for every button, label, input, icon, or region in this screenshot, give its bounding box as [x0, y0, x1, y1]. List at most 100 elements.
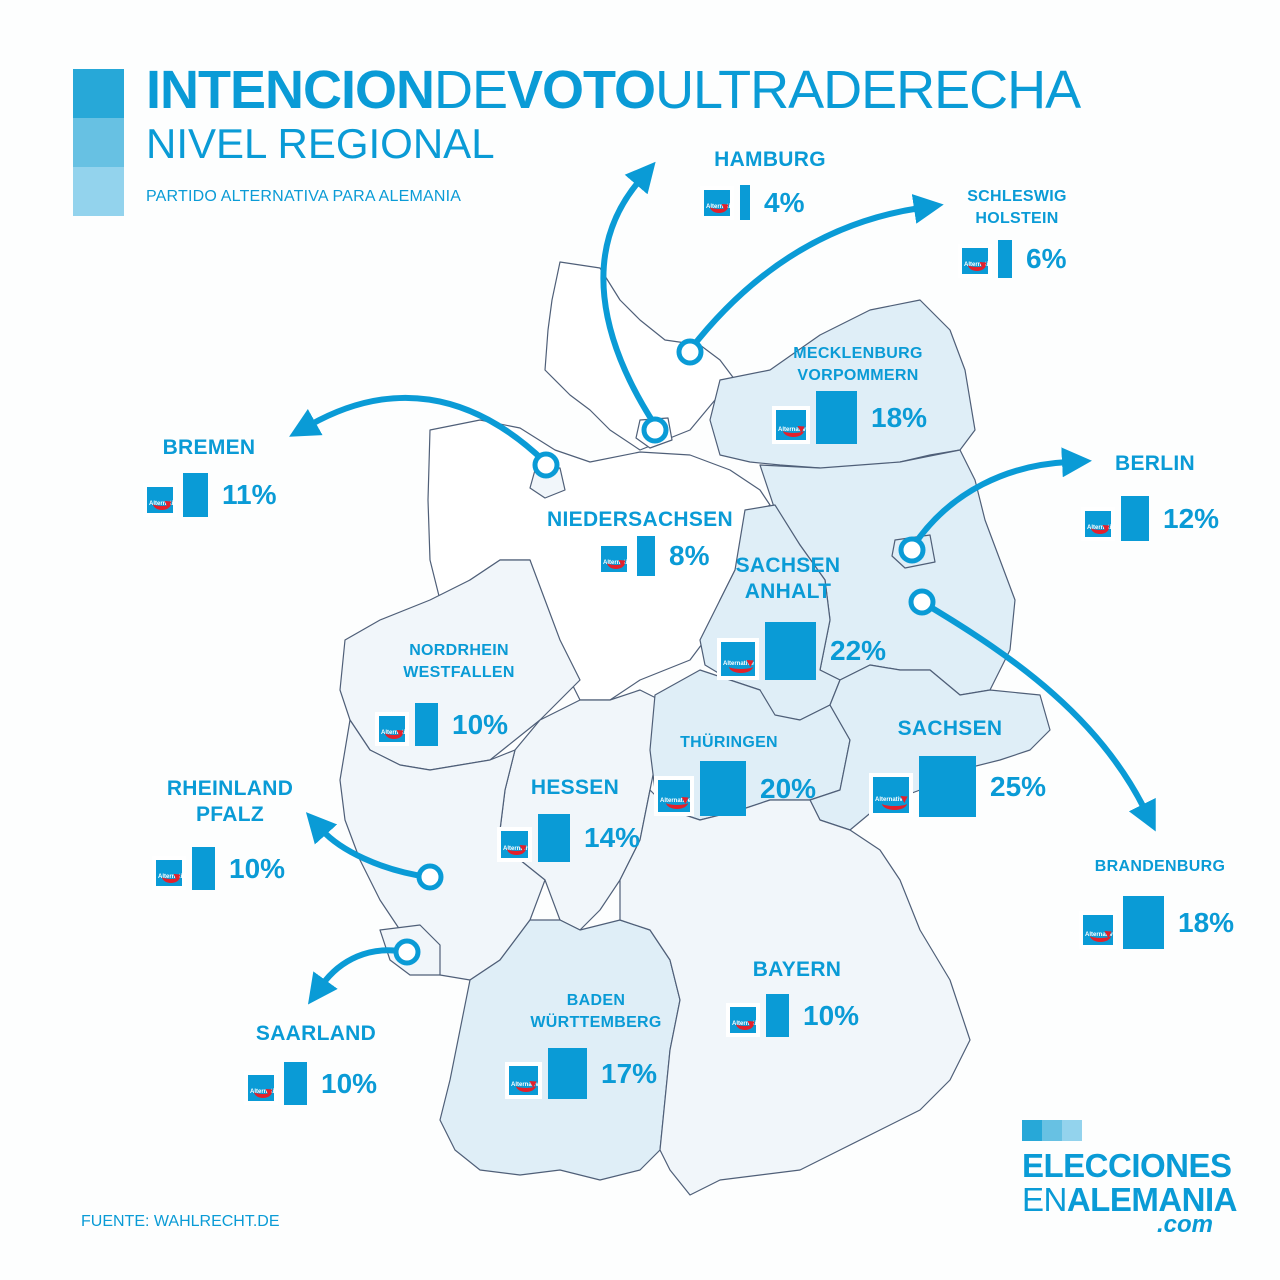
arrow-bremen: [289, 394, 548, 465]
brand-swatch-3: [1062, 1120, 1082, 1141]
value-percent: 14%: [584, 822, 641, 853]
state-bar-row: Alternative 22%: [717, 622, 886, 680]
state-bar-row: Alternative10%: [244, 1062, 377, 1105]
arrow-hamburg: [600, 161, 658, 428]
state-name-line: ANHALT: [744, 580, 832, 603]
state-name-line: BAYERN: [752, 958, 842, 981]
value-bar: [765, 622, 816, 680]
value-bar: [183, 473, 208, 517]
marker-schleswig-holstein: [676, 338, 704, 366]
state-name: RHEINLAND PFALZ: [167, 776, 293, 828]
afd-logo-icon: Alternative: [700, 186, 734, 220]
brand-line-3: .com: [1156, 1211, 1213, 1238]
marker-bremen: [532, 451, 560, 479]
value-bar: [766, 994, 789, 1037]
value-bar: [538, 814, 570, 862]
value-percent: 10%: [803, 999, 860, 1031]
state-name-line: PFALZ: [196, 803, 264, 826]
value-percent: 18%: [871, 401, 928, 433]
state-name-line: HOLSTEIN: [975, 210, 1059, 227]
marker-berlin: [898, 536, 926, 564]
afd-logo-icon: Alternative: [375, 712, 409, 746]
state-name: BRANDENBURG: [1095, 856, 1225, 878]
afd-logo-icon: Alternative: [244, 1071, 278, 1105]
value-bar: [998, 240, 1012, 278]
title-word-ultraderecha: ULTRADERECHA: [655, 60, 1081, 120]
state-name-line: HESSEN: [530, 776, 620, 799]
afd-logo-icon: Alternative: [1079, 911, 1117, 949]
state-bar-row: Alternative11%: [143, 473, 277, 517]
afd-logo-icon: Alternative: [717, 638, 759, 680]
brand-logo: ELECCIONES ENALEMANIA .com: [1022, 1120, 1238, 1239]
source-note: FUENTE: WAHLRECHT.DE: [81, 1213, 280, 1230]
value-bar: [284, 1062, 307, 1105]
marker-hamburg: [641, 416, 669, 444]
state-bar-row: Alternative14%: [497, 814, 640, 862]
state-name-line: BADEN: [566, 992, 626, 1009]
brand-line-2: ENALEMANIA: [1022, 1181, 1238, 1218]
value-bar: [919, 756, 976, 817]
state-name: BAYERN: [753, 957, 842, 983]
afd-logo-icon: Alternative: [597, 542, 631, 576]
state-name-line: SCHLESWIG: [967, 188, 1067, 205]
state-bar-row: Alternative17%: [505, 1048, 657, 1099]
arrow-schleswig-holstein: [687, 194, 944, 353]
state-name: THÜRINGEN: [680, 732, 778, 754]
marker-saarland: [393, 938, 421, 966]
value-percent: 22%: [830, 635, 887, 666]
afd-logo-icon: Alternative: [143, 483, 177, 517]
state-name: BERLIN: [1115, 451, 1195, 477]
afd-logo-icon: Alternative: [869, 773, 913, 817]
brand-swatches: [1022, 1120, 1237, 1141]
marker-rheinland-pfalz: [416, 863, 444, 891]
marker-brandenburg: [908, 588, 936, 616]
region-rheinland-pfalz: [339, 719, 546, 981]
state-name-line: SACHSEN: [897, 717, 1003, 740]
state-name-line: HAMBURG: [714, 148, 826, 171]
value-percent: 8%: [669, 540, 710, 571]
value-bar: [1123, 896, 1164, 949]
afd-logo-icon: Alternative: [772, 406, 810, 444]
state-bar-row: Alternative 10%: [726, 994, 859, 1037]
value-bar: [700, 761, 746, 816]
state-name-line: WÜRTTEMBERG: [530, 1014, 662, 1031]
state-name: SCHLESWIG HOLSTEIN: [967, 186, 1067, 230]
state-name: NIEDERSACHSEN: [547, 507, 733, 533]
arrow-berlin: [909, 447, 1092, 551]
value-percent: 18%: [1178, 906, 1235, 938]
brand-swatch-1: [1022, 1120, 1042, 1141]
region-schleswig-holstein: [544, 261, 736, 451]
state-bar-row: Alternative4%: [700, 185, 804, 220]
state-name-line: SACHSEN: [735, 554, 841, 577]
state-name-line: WESTFALLEN: [403, 664, 515, 681]
value-percent: 12%: [1163, 502, 1220, 534]
afd-logo-icon: Alternative: [958, 244, 992, 278]
state-name: BREMEN: [163, 435, 256, 461]
brand-line-1: ELECCIONES: [1022, 1147, 1232, 1184]
state-bar-row: Alternative10%: [152, 847, 285, 890]
state-bar-row: Alternative 8%: [597, 536, 709, 576]
brand-word-en: EN: [1022, 1181, 1067, 1218]
value-bar: [415, 703, 438, 746]
state-bar-row: Alternative 12%: [1081, 496, 1219, 541]
afd-logo-icon: Alternative: [152, 856, 186, 890]
state-name: SAARLAND: [256, 1021, 376, 1047]
title-word-voto: VOTO: [507, 60, 656, 120]
arrow-rheinland-pfalz: [305, 812, 431, 880]
state-bar-row: Alternative 6%: [958, 240, 1066, 278]
title-swatch-1: [73, 69, 124, 118]
state-name-line: NIEDERSACHSEN: [547, 508, 733, 531]
value-bar: [192, 847, 215, 890]
value-bar: [1121, 496, 1149, 541]
afd-logo-icon: Alternative: [726, 1003, 760, 1037]
page-title: INTENCIONDEVOTOULTRADERECHA: [146, 58, 1081, 122]
afd-logo-icon: Alternative: [1081, 507, 1115, 541]
value-percent: 6%: [1026, 243, 1067, 274]
state-name-line: RHEINLAND: [166, 777, 294, 800]
state-name-line: BERLIN: [1115, 452, 1195, 475]
